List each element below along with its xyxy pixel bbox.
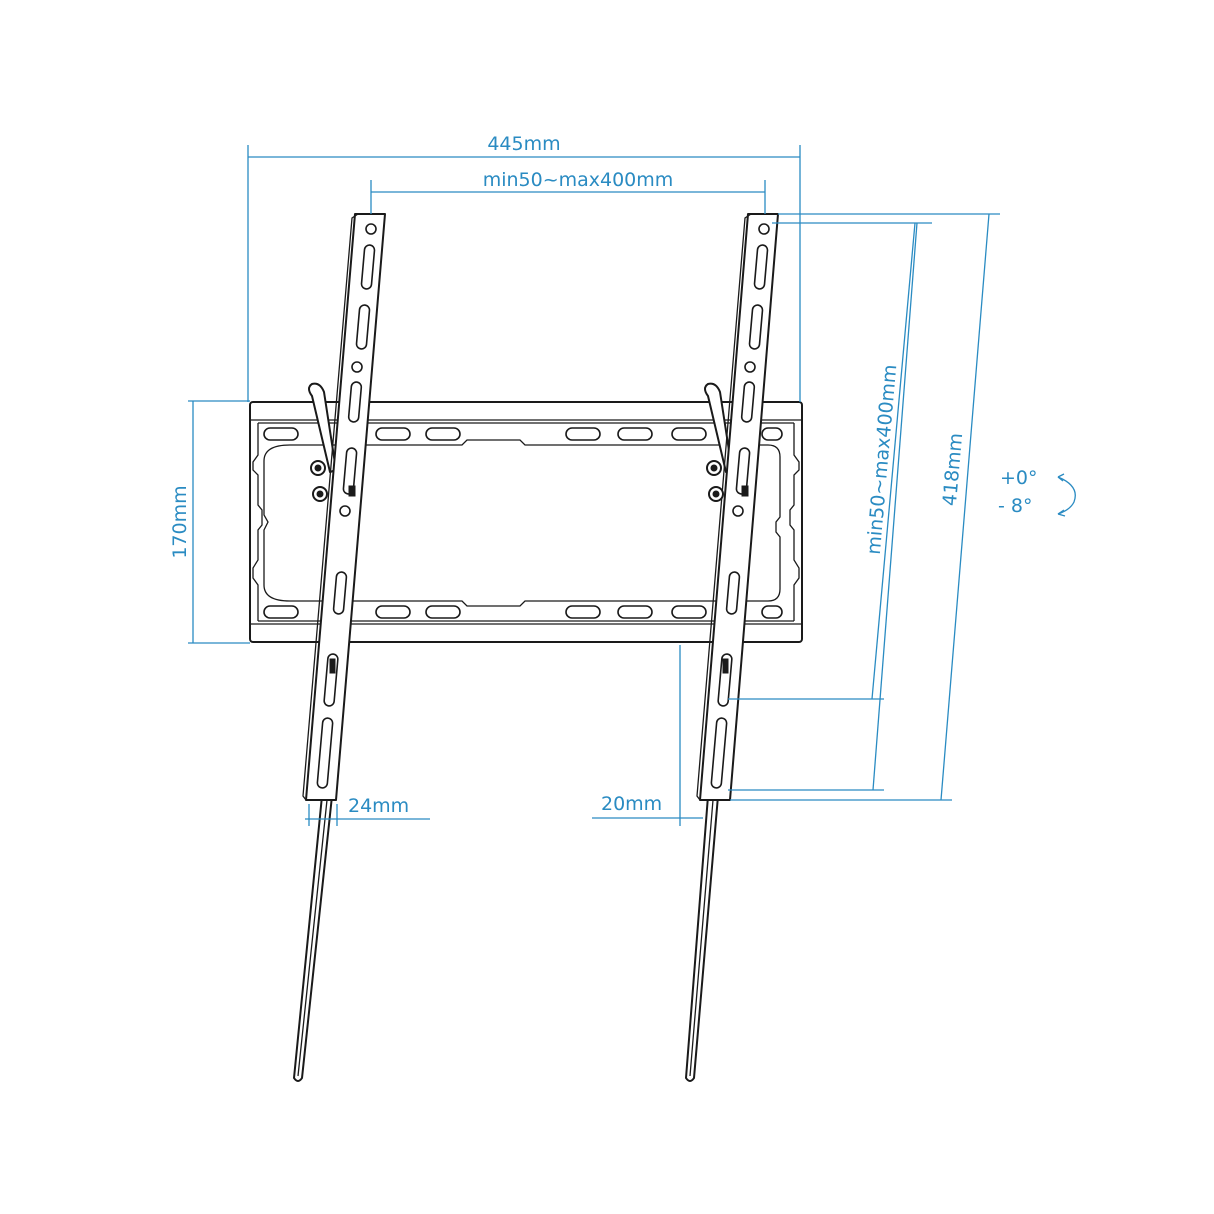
dim-overall-width: 445mm xyxy=(247,133,801,402)
dim-plate-height: 170mm xyxy=(169,400,250,644)
right-arm xyxy=(685,213,779,1082)
curved-arrow-icon xyxy=(1057,473,1076,517)
bottom-slots xyxy=(263,605,783,619)
overall-width-label: 445mm xyxy=(487,133,560,155)
tilt-indicator: +0° - 8° xyxy=(998,467,1076,517)
right-offset-label: 20mm xyxy=(601,793,662,815)
dim-left-offset: 24mm xyxy=(305,795,430,826)
vertical-vesa-label: min50~max400mm xyxy=(863,364,902,556)
dim-right-offset: 20mm xyxy=(592,645,703,826)
left-arm xyxy=(293,213,386,1082)
horizontal-vesa-label: min50~max400mm xyxy=(483,169,674,191)
arm-length-label: 418mm xyxy=(939,432,967,507)
left-offset-label: 24mm xyxy=(348,795,409,817)
dim-horizontal-vesa: min50~max400mm xyxy=(370,169,766,214)
tilt-down-label: - 8° xyxy=(998,495,1032,517)
plate-height-label: 170mm xyxy=(169,485,191,558)
tilt-up-label: +0° xyxy=(1000,467,1038,489)
top-slots xyxy=(263,427,783,441)
